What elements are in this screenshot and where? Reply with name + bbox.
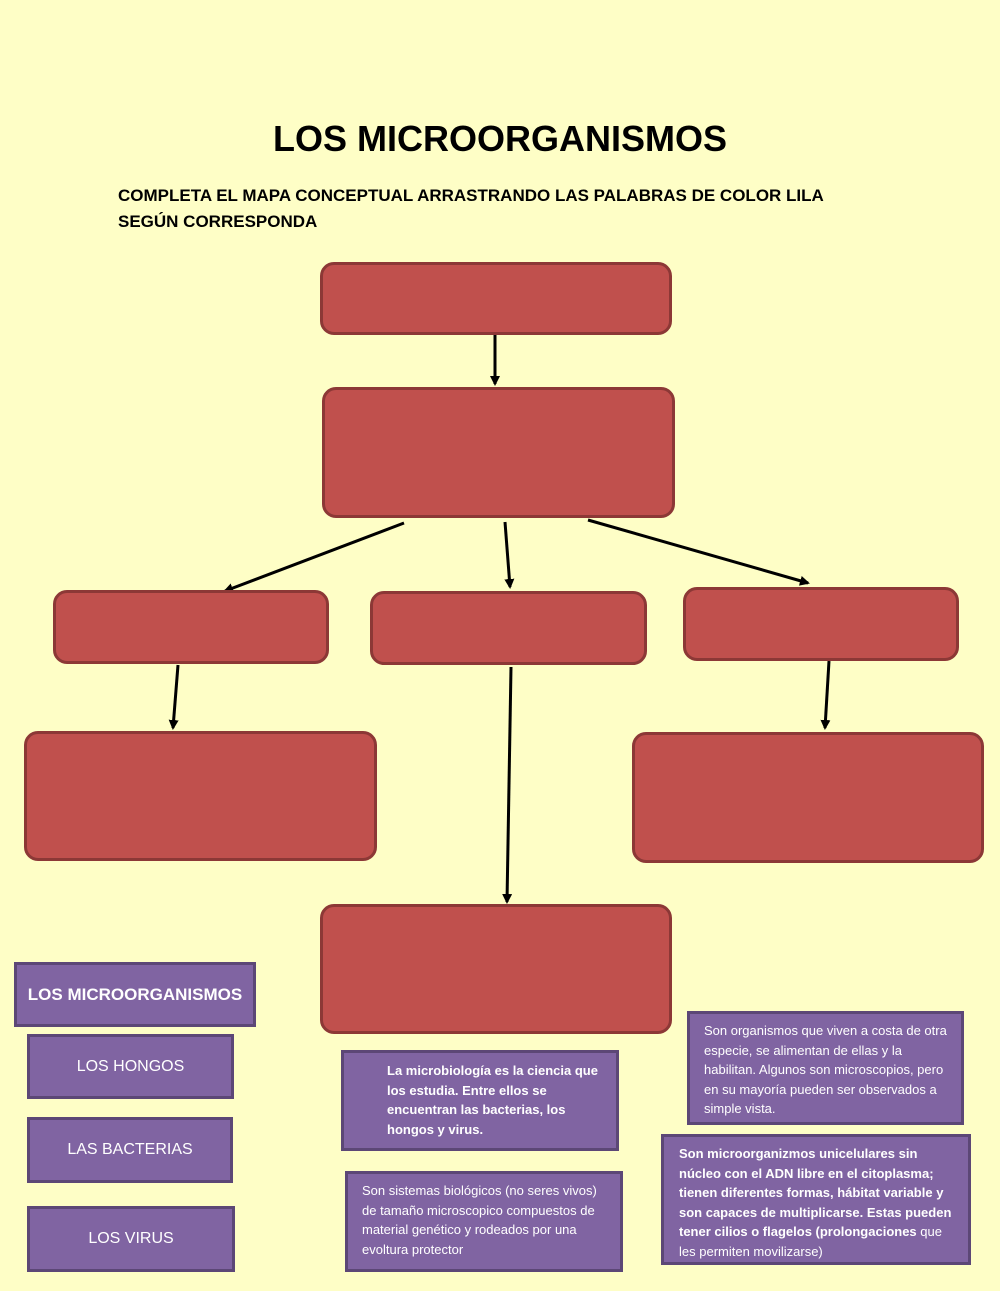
- drop-slot-middle-category[interactable]: [370, 591, 647, 665]
- description-bacterias-rest-text: que les permiten movilizarse): [679, 1224, 942, 1259]
- arrow-definition-to-left: [223, 521, 405, 593]
- drop-slot-right-detail[interactable]: [632, 732, 984, 863]
- draggable-description-microbiologia[interactable]: La microbiología es la ciencia que los e…: [341, 1050, 619, 1151]
- draggable-description-virus[interactable]: Son sistemas biológicos (no seres vivos)…: [345, 1171, 623, 1272]
- draggable-microorganismos[interactable]: LOS MICROORGANISMOS: [14, 962, 256, 1027]
- drop-slot-left-category[interactable]: [53, 590, 329, 664]
- page-title: LOS MICROORGANISMOS: [272, 118, 727, 159]
- draggable-description-hongos[interactable]: Son organismos que viven a costa de otra…: [687, 1011, 964, 1125]
- arrow-left-to-left-detail: [168, 664, 180, 730]
- drop-slot-left-detail[interactable]: [24, 731, 377, 861]
- arrow-definition-to-right: [587, 518, 810, 586]
- draggable-virus[interactable]: LOS VIRUS: [27, 1206, 235, 1272]
- draggable-hongos[interactable]: LOS HONGOS: [27, 1034, 234, 1099]
- drop-slot-main-topic[interactable]: [320, 262, 672, 335]
- arrow-right-to-right-detail: [820, 660, 831, 730]
- instructions: COMPLETA EL MAPA CONCEPTUAL ARRASTRANDO …: [118, 186, 824, 231]
- draggable-bacterias[interactable]: LAS BACTERIAS: [27, 1117, 233, 1183]
- drop-slot-middle-detail[interactable]: [320, 904, 672, 1034]
- drop-slot-definition[interactable]: [322, 387, 675, 518]
- arrow-middle-to-bottom-detail: [502, 666, 513, 904]
- description-bacterias-bold-text: Son microorganizmos unicelulares sin núc…: [679, 1146, 952, 1239]
- arrow-definition-to-middle: [503, 521, 515, 589]
- drop-slot-right-category[interactable]: [683, 587, 959, 661]
- draggable-description-bacterias[interactable]: Son microorganizmos unicelulares sin núc…: [661, 1134, 971, 1265]
